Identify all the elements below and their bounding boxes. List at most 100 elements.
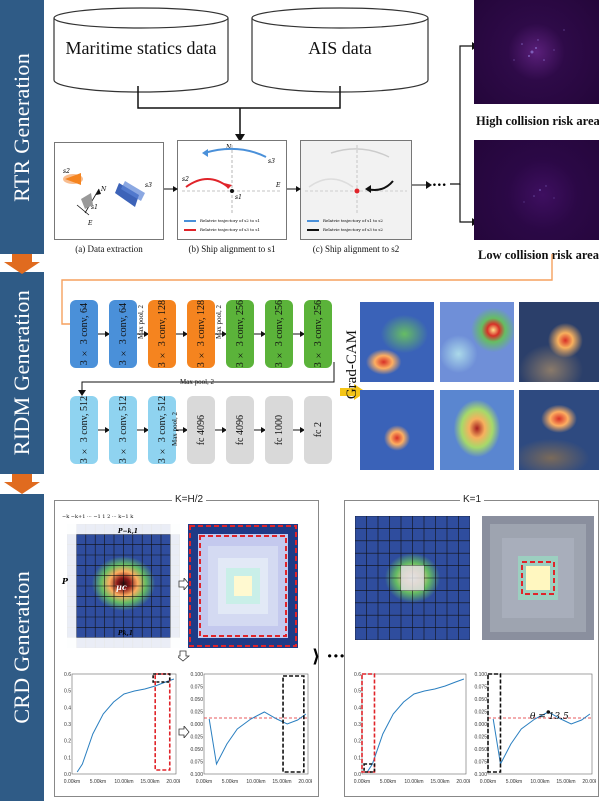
layer-block: 3 × 3 conv, 128 (148, 300, 176, 368)
y-tick-label: 0.1 (354, 755, 361, 761)
down-arrow-icon (4, 474, 40, 494)
layer-label: 3 × 3 conv, 256 (312, 300, 324, 368)
pool-label: Max pool, 2 (137, 305, 145, 340)
grid-lines (67, 524, 180, 648)
window-box (154, 673, 171, 771)
y-tick-label: -0.050 (474, 747, 487, 753)
caption-b: (b) Ship alignment to s1 (188, 244, 276, 254)
k-one-title: K=1 (460, 494, 485, 505)
right-arrow-icon (178, 578, 190, 590)
y-tick-label: 0.0 (354, 772, 361, 778)
alignment-plot (305, 145, 407, 231)
right-arrow-icon (254, 427, 266, 433)
right-arrow-icon (293, 331, 305, 337)
kernel-squares-svg (490, 524, 586, 632)
ellipsis: ... (432, 174, 447, 190)
svg-text:E: E (87, 220, 93, 227)
layer-block: 3 × 3 conv, 64 (109, 300, 137, 368)
x-tick-label: 10.00km (404, 779, 423, 785)
window-box (361, 673, 376, 773)
layer-label: 3 × 3 conv, 64 (117, 302, 129, 366)
layer-block: fc 2 (304, 396, 332, 464)
gradcam-image (360, 390, 434, 470)
legend-c2: Relatvie trajectory of s3 to s2 (323, 227, 383, 232)
y-tick-label: 0.050 (474, 697, 487, 703)
x-tick-label: 15.00km (140, 779, 159, 785)
svg-text:N: N (225, 144, 232, 151)
x-tick-label: 15.00km (272, 779, 291, 785)
right-arrow-icon (287, 186, 301, 192)
layer-block: 3 × 3 conv, 512 (109, 396, 137, 464)
sidebar-rtr-label: RTR Generation (9, 52, 34, 202)
x-tick-label: 15.00km (430, 779, 449, 785)
theta-label: θ = 13.5 (530, 712, 569, 722)
gradcam-image (519, 390, 599, 470)
svg-text:s2: s2 (182, 176, 189, 183)
layer-block: 3 × 3 conv, 256 (265, 300, 293, 368)
risk-dots (523, 185, 555, 203)
right-arrow-icon (164, 186, 178, 192)
right-arrow-icon (98, 331, 110, 337)
layer-block: fc 4096 (226, 396, 254, 464)
y-tick-label: 0.6 (64, 672, 71, 678)
pk1-bottom-label: Pk,1 (118, 630, 133, 637)
x-tick-label: 20.00km (166, 779, 180, 785)
layer-block: 3 × 3 conv, 512 (70, 396, 98, 464)
y-tick-label: 0.4 (64, 705, 71, 711)
kernel-squares-svg (189, 525, 297, 647)
legend-c1: Relatvie trajectory of s1 to s2 (323, 218, 383, 223)
x-tick-label: 10.00km (114, 779, 133, 785)
x-tick-label: 15.00km (556, 779, 575, 785)
y-tick-label: 0.075 (190, 685, 203, 691)
y-tick-label: 0.075 (474, 685, 487, 691)
gradient-curve-chart: 0.1000.0750.0500.0250.000-0.025-0.050-0.… (190, 672, 312, 785)
curve-line (208, 711, 307, 766)
y-tick-label: -0.100 (190, 772, 203, 778)
y-tick-label: 0.100 (474, 672, 487, 678)
high-risk-image (474, 0, 599, 104)
y-tick-label: -0.025 (474, 735, 487, 741)
right-arrow-icon (98, 427, 110, 433)
svg-text:s2: s2 (63, 168, 70, 175)
curve-line (492, 711, 591, 766)
y-tick-label: 0.5 (354, 689, 361, 695)
y-tick-label: 0.6 (354, 672, 361, 678)
window-box (363, 763, 376, 773)
y-tick-label: 0.0 (64, 772, 71, 778)
x-tick-label: 5.00km (222, 779, 238, 785)
layer-label: 3 × 3 conv, 256 (273, 300, 285, 368)
right-arrow-icon (137, 331, 149, 337)
x-tick-label: 20.00km (456, 779, 470, 785)
y-tick-label: 0.3 (354, 722, 361, 728)
layer-label: 3 × 3 conv, 128 (195, 300, 207, 368)
kernel-squares (188, 524, 298, 648)
db-maritime-label: Maritime statics data (65, 38, 217, 58)
grid-heatmap (67, 524, 180, 648)
layer-label: 3 × 3 conv, 512 (117, 396, 129, 464)
svg-text:s1: s1 (91, 204, 98, 211)
legend-b1: Relatvie trajectory of s2 to s1 (200, 218, 260, 223)
y-tick-label: -0.100 (474, 772, 487, 778)
window-box (487, 673, 502, 773)
right-arrow-icon (178, 726, 190, 738)
low-risk-image (474, 140, 599, 240)
db-connector (137, 86, 341, 142)
y-tick-label: -0.025 (190, 735, 203, 741)
layer-block: fc 4096 (187, 396, 215, 464)
mu-label: μc (116, 582, 127, 592)
y-tick-label: 0.4 (354, 705, 361, 711)
gradcam-image (519, 302, 599, 382)
gradcam-image (440, 302, 514, 382)
panel-data-extraction: s2 N E s1 s3 (54, 142, 164, 240)
y-tick-label: 0.2 (354, 739, 361, 745)
x-tick-label: 0.00km (196, 779, 212, 785)
window-box (282, 675, 305, 773)
svg-text:E: E (275, 182, 281, 189)
y-tick-label: 0.025 (190, 710, 203, 716)
curve-line (76, 678, 175, 773)
layer-label: fc 4096 (234, 414, 246, 446)
db-ais-label: AIS data (308, 38, 372, 58)
layer-block: fc 1000 (265, 396, 293, 464)
x-tick-label: 10.00km (246, 779, 265, 785)
